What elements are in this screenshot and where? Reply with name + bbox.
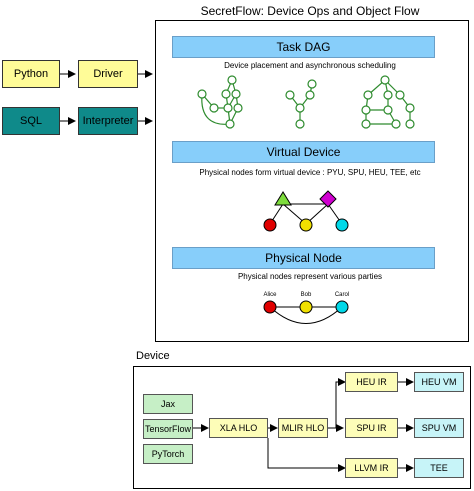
red-node bbox=[263, 218, 277, 232]
python-box: Python bbox=[2, 60, 60, 88]
jax-box: Jax bbox=[143, 394, 193, 414]
physical-node-graph bbox=[263, 300, 349, 324]
spu-ir-box: SPU IR bbox=[345, 418, 398, 438]
device-title: Device bbox=[136, 350, 170, 362]
green-triangle-node bbox=[274, 191, 292, 206]
dag-graph-1 bbox=[197, 75, 243, 129]
virtual-device-caption: Physical nodes form virtual device : PYU… bbox=[199, 168, 421, 177]
interpreter-box: Interpreter bbox=[78, 107, 138, 135]
cyan-node bbox=[335, 218, 349, 232]
main-title: SecretFlow: Device Ops and Object Flow bbox=[200, 4, 420, 18]
device-pipeline-lines bbox=[193, 378, 414, 472]
dag-graph-3 bbox=[361, 75, 415, 129]
party-label-carol: Carol bbox=[334, 292, 350, 298]
task-dag-band: Task DAG bbox=[172, 36, 435, 58]
heu-vm-box: HEU VM bbox=[414, 372, 464, 392]
tee-box: TEE bbox=[414, 458, 464, 478]
yellow-node bbox=[299, 218, 313, 232]
device-frame bbox=[133, 366, 471, 489]
pytorch-box: PyTorch bbox=[143, 444, 193, 464]
main-frame bbox=[155, 20, 469, 342]
magenta-diamond-node bbox=[319, 190, 337, 208]
party-label-alice: Alice bbox=[263, 292, 277, 298]
xla-hlo-box: XLA HLO bbox=[209, 418, 268, 438]
physical-node-caption: Physical nodes represent various parties bbox=[237, 272, 383, 281]
carol-node bbox=[335, 300, 349, 314]
tensorflow-box: TensorFlow bbox=[143, 419, 193, 439]
spu-vm-box: SPU VM bbox=[414, 418, 464, 438]
party-label-bob: Bob bbox=[300, 292, 312, 298]
driver-box: Driver bbox=[78, 60, 138, 88]
dag-graph-2 bbox=[285, 79, 317, 129]
virtual-device-graph bbox=[263, 190, 349, 232]
mlir-hlo-box: MLIR HLO bbox=[278, 418, 328, 438]
physical-node-band: Physical Node bbox=[172, 247, 435, 269]
alice-node bbox=[263, 300, 277, 314]
virtual-device-band: Virtual Device bbox=[172, 141, 435, 163]
task-dag-caption: Device placement and asynchronous schedu… bbox=[224, 61, 396, 70]
llvm-ir-box: LLVM IR bbox=[345, 458, 398, 478]
sql-box: SQL bbox=[2, 107, 60, 135]
bob-node bbox=[299, 300, 313, 314]
heu-ir-box: HEU IR bbox=[345, 372, 398, 392]
